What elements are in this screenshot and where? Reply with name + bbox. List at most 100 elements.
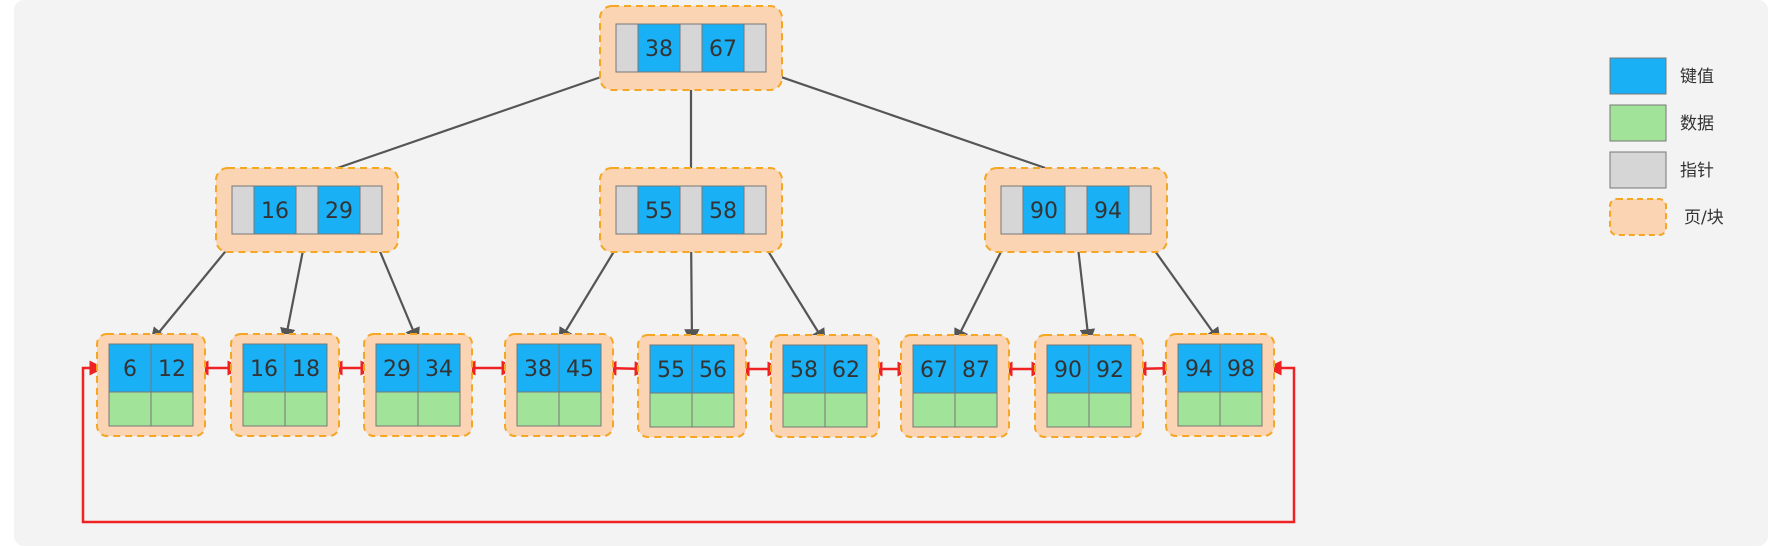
diagram-canvas xyxy=(14,0,1768,546)
key-value: 90 xyxy=(1054,358,1082,383)
key-cell xyxy=(558,343,602,393)
data-cell xyxy=(516,391,560,427)
data-cell xyxy=(1088,392,1132,428)
key-value: 34 xyxy=(425,357,453,382)
pointer-cell xyxy=(231,185,255,235)
legend-label: 数据 xyxy=(1680,114,1714,134)
leaf-node: 6 12 xyxy=(96,333,206,437)
key-value: 16 xyxy=(250,357,278,382)
key-cell xyxy=(701,23,745,73)
pointer-cell xyxy=(679,185,703,235)
key-cell xyxy=(701,185,745,235)
legend-swatch-key xyxy=(1609,57,1667,95)
pointer-cell xyxy=(1128,185,1152,235)
root-node: 38 67 xyxy=(599,5,783,91)
key-value: 18 xyxy=(292,357,320,382)
legend-label: 页/块 xyxy=(1684,208,1724,228)
key-cell xyxy=(150,343,194,393)
key-value: 58 xyxy=(709,199,737,224)
key-value: 29 xyxy=(325,199,353,224)
leaf-node: 55 56 xyxy=(637,334,747,438)
data-cell xyxy=(954,392,998,428)
key-value: 58 xyxy=(790,358,818,383)
legend-swatch-page xyxy=(1609,198,1667,236)
legend-item: 数据 xyxy=(1609,104,1714,142)
leaf-node: 38 45 xyxy=(504,333,614,437)
data-cell xyxy=(824,392,868,428)
legend-item: 指针 xyxy=(1609,151,1714,189)
key-value: 90 xyxy=(1030,199,1058,224)
data-cell xyxy=(691,392,735,428)
tree-edge xyxy=(295,66,628,185)
key-value: 16 xyxy=(261,199,289,224)
key-value: 56 xyxy=(699,358,727,383)
key-cell xyxy=(1088,344,1132,394)
key-cell xyxy=(242,343,286,393)
key-cell xyxy=(782,344,826,394)
legend-item: 键值 xyxy=(1609,57,1714,95)
key-value: 67 xyxy=(920,358,948,383)
leaf-node: 67 87 xyxy=(900,334,1010,438)
data-cell xyxy=(242,391,286,427)
key-cell xyxy=(1046,344,1090,394)
data-cell xyxy=(1219,391,1263,427)
key-cell xyxy=(637,185,681,235)
leaf-node: 58 62 xyxy=(770,334,880,438)
legend-label: 指针 xyxy=(1680,161,1714,181)
key-cell xyxy=(824,344,868,394)
data-cell xyxy=(417,391,461,427)
tree-edge xyxy=(754,66,1088,185)
key-cell xyxy=(375,343,419,393)
key-value: 55 xyxy=(657,358,685,383)
data-cell xyxy=(150,391,194,427)
pointer-cell xyxy=(679,23,703,73)
data-cell xyxy=(1177,391,1221,427)
key-cell xyxy=(284,343,328,393)
key-value: 55 xyxy=(645,199,673,224)
key-cell xyxy=(108,343,152,393)
data-cell xyxy=(782,392,826,428)
legend-swatch-pointer xyxy=(1609,151,1667,189)
data-cell xyxy=(649,392,693,428)
data-cell xyxy=(912,392,956,428)
key-value: 45 xyxy=(566,357,594,382)
pointer-cell xyxy=(615,23,639,73)
leaf-node: 29 34 xyxy=(363,333,473,437)
key-cell xyxy=(1086,185,1130,235)
key-value: 87 xyxy=(962,358,990,383)
pointer-cell xyxy=(1064,185,1088,235)
data-cell xyxy=(558,391,602,427)
data-cell xyxy=(375,391,419,427)
key-value: 12 xyxy=(158,357,186,382)
pointer-cell xyxy=(1000,185,1024,235)
data-cell xyxy=(284,391,328,427)
key-value: 67 xyxy=(709,37,737,62)
pointer-cell xyxy=(743,185,767,235)
pointer-cell xyxy=(743,23,767,73)
key-value: 38 xyxy=(645,37,673,62)
pointer-cell xyxy=(615,185,639,235)
data-cell xyxy=(108,391,152,427)
pointer-cell xyxy=(359,185,383,235)
key-value: 94 xyxy=(1185,357,1213,382)
data-cell xyxy=(1046,392,1090,428)
legend-swatch-data xyxy=(1609,104,1667,142)
key-value: 62 xyxy=(832,358,860,383)
key-cell xyxy=(691,344,735,394)
key-value: 29 xyxy=(383,357,411,382)
key-value: 6 xyxy=(123,357,137,382)
leaf-loop-link xyxy=(81,360,1296,524)
pointer-cell xyxy=(295,185,319,235)
legend-label: 键值 xyxy=(1680,67,1714,87)
leaf-node: 90 92 xyxy=(1034,334,1144,438)
key-value: 92 xyxy=(1096,358,1124,383)
internal-node: 55 58 xyxy=(599,167,783,253)
key-value: 38 xyxy=(524,357,552,382)
